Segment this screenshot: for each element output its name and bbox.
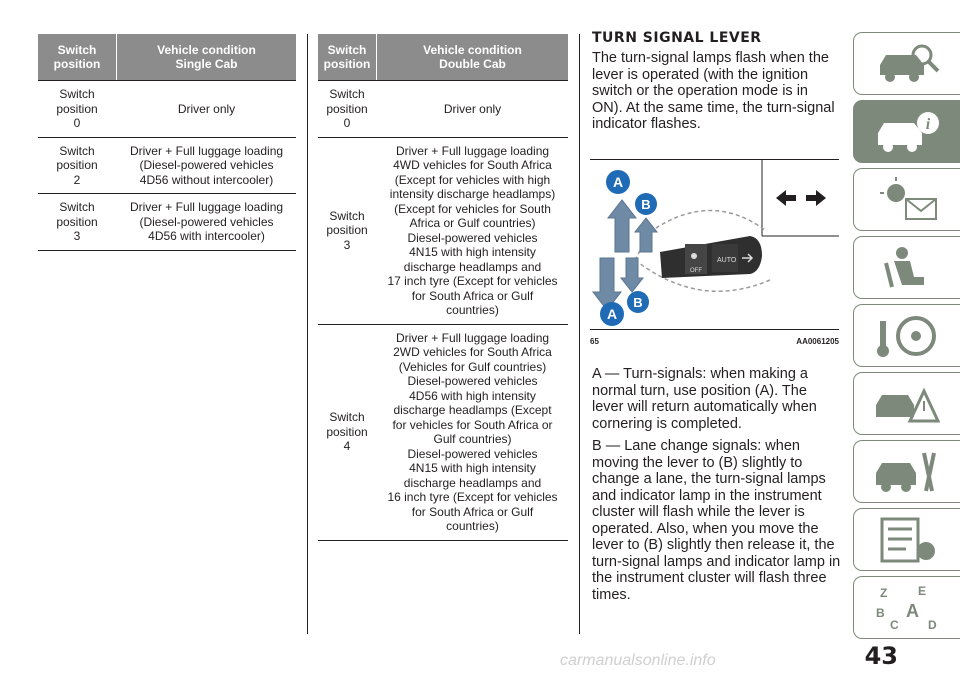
- tab-car-info[interactable]: i: [853, 100, 960, 163]
- arrow-up-b-icon: [633, 217, 659, 253]
- tab-safety[interactable]: [853, 236, 960, 299]
- tab-index[interactable]: Z E B A C D: [853, 576, 960, 639]
- cell-condition: Driver only: [376, 80, 568, 138]
- column-divider: [307, 34, 308, 634]
- arrow-up-a-icon: [606, 199, 638, 253]
- tab-servicing[interactable]: [853, 440, 960, 503]
- airbag-seat-icon: [884, 246, 924, 287]
- cell-condition: Driver + Full luggage loading(Diesel-pow…: [116, 137, 296, 194]
- svg-text:A: A: [613, 174, 623, 190]
- warning-light-message-icon: [880, 176, 937, 220]
- svg-text:C: C: [890, 618, 899, 632]
- lever-off-label: OFF: [690, 268, 702, 274]
- svg-text:B: B: [641, 197, 650, 212]
- svg-text:B: B: [633, 295, 642, 310]
- car-tools-icon: [876, 452, 936, 492]
- svg-text:B: B: [876, 606, 885, 620]
- svg-text:i: i: [926, 116, 931, 133]
- figure-number: 65: [590, 337, 599, 346]
- cell-condition: Driver only: [116, 80, 296, 138]
- section-title: TURN SIGNAL LEVER: [592, 30, 762, 46]
- chapter-tabs: i: [853, 32, 960, 644]
- turn-direction-arrows-icon: [776, 190, 826, 206]
- label-b-top: B: [635, 193, 657, 215]
- turn-signal-figure: AUTO OFF A B B: [590, 159, 839, 352]
- svg-text:E: E: [918, 584, 926, 598]
- tab-warning-lights[interactable]: [853, 168, 960, 231]
- section-intro: The turn-signal lamps flash when the lev…: [592, 50, 835, 132]
- label-a-top: A: [606, 170, 630, 194]
- cell-condition: Driver + Full luggage loading(Diesel-pow…: [116, 193, 296, 251]
- svg-text:A: A: [906, 601, 919, 621]
- position-descriptions: A — Turn-signals: when making a normal t…: [592, 366, 842, 609]
- description-a: A — Turn-signals: when making a normal t…: [592, 366, 817, 432]
- alphabetical-index-icon: Z E B A C D: [876, 584, 937, 632]
- car-warning-triangle-icon: [876, 386, 941, 422]
- label-b-bottom: B: [627, 291, 649, 313]
- svg-text:D: D: [928, 618, 937, 632]
- page-number: 43: [864, 642, 898, 670]
- watermark: carmanualsonline.info: [560, 652, 716, 669]
- figure-code: AA0061205: [796, 337, 839, 346]
- tab-car-search[interactable]: [853, 32, 960, 95]
- key-steering-wheel-icon: [877, 315, 936, 357]
- turn-signal-lever-illustration: AUTO OFF A B B: [591, 160, 839, 326]
- column-divider: [579, 34, 580, 634]
- tab-technical-data[interactable]: [853, 508, 960, 571]
- label-a-bottom: A: [600, 302, 624, 326]
- car-search-icon: [880, 44, 940, 82]
- tab-emergency[interactable]: [853, 372, 960, 435]
- description-b: B — Lane change signals: when moving the…: [592, 438, 841, 603]
- svg-text:Z: Z: [880, 586, 887, 600]
- car-info-icon: i: [878, 111, 939, 152]
- turn-signal-section: TURN SIGNAL LEVER The turn-signal lamps …: [592, 30, 842, 133]
- lever-icon: AUTO OFF: [660, 236, 762, 278]
- arrow-down-a-icon: [591, 257, 623, 311]
- figure-bottom-rule: [590, 329, 839, 330]
- tab-starting-driving[interactable]: [853, 304, 960, 367]
- lever-auto-label: AUTO: [717, 257, 737, 264]
- svg-text:A: A: [607, 306, 617, 322]
- arrow-down-b-icon: [619, 257, 645, 293]
- specifications-list-icon: [880, 517, 935, 562]
